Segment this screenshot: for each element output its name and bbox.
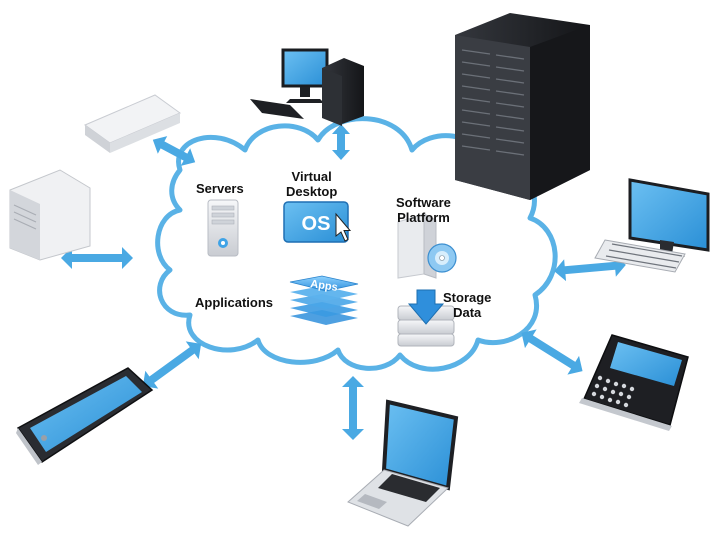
- applications-label: Applications: [195, 295, 274, 310]
- software-platform-label-line1: Software: [396, 195, 451, 210]
- storage-data-label-line2: Data: [453, 305, 482, 320]
- servers-label: Servers: [196, 181, 244, 196]
- storage-data-label-line1: Storage: [443, 290, 492, 305]
- arrow-bottomleft: [142, 341, 202, 389]
- desktop-pc-icon: [250, 48, 364, 126]
- virtual-desktop-label-line2: Desktop: [286, 184, 338, 199]
- software-platform-label-line2: Platform: [397, 210, 450, 225]
- os-badge: OS: [302, 213, 331, 235]
- arrow-topleft: [152, 136, 196, 166]
- smartphone-icon: [16, 367, 154, 465]
- apps-badge: Apps: [310, 278, 339, 294]
- database-storage-icon: [397, 289, 455, 347]
- arrow-top: [332, 124, 350, 160]
- os-desktop-icon: OS: [283, 201, 352, 243]
- virtual-desktop-label: Virtual Desktop: [286, 169, 337, 199]
- arrow-right: [554, 254, 626, 282]
- tower-server-icon: [9, 169, 91, 261]
- storage-data-label: Storage Data: [443, 290, 491, 320]
- arrow-bottom: [342, 376, 364, 440]
- cloud-shape: [155, 116, 558, 372]
- apps-stack-icon: Apps: [289, 275, 359, 325]
- laptop-icon: [347, 399, 459, 527]
- monitor-keyboard-icon: [594, 178, 710, 273]
- virtual-desktop-label-line1: Virtual: [291, 169, 332, 184]
- software-platform-label: Software Platform: [396, 195, 451, 225]
- software-box-icon: [397, 213, 457, 279]
- server-tower-icon: [207, 199, 239, 257]
- blackberry-phone-icon: [579, 334, 689, 431]
- thin-client-box-icon: [83, 94, 182, 153]
- hand-pointer-icon: [335, 212, 352, 242]
- server-rack-icon: [455, 13, 590, 200]
- arrow-left: [61, 247, 133, 269]
- arrow-bottomright: [521, 329, 583, 375]
